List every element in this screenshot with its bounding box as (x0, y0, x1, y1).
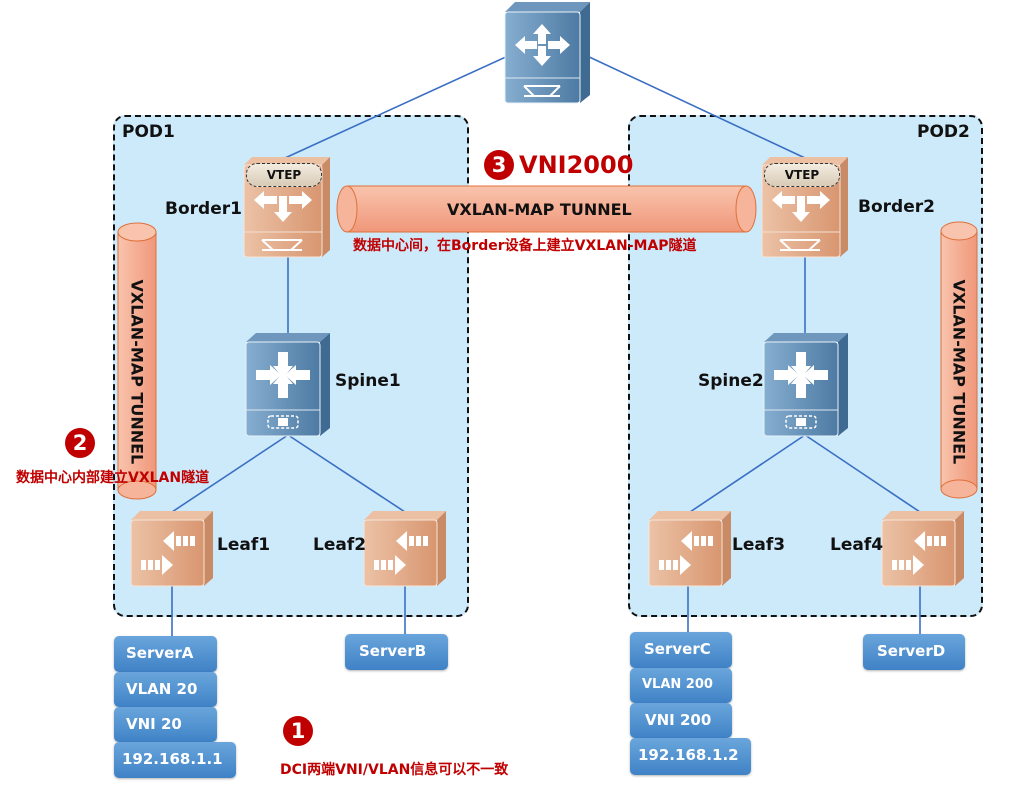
serverA-name[interactable]: ServerA (114, 636, 217, 672)
border1-label: Border1 (165, 199, 242, 219)
pod1-tunnel-label: VXLAN-MAP TUNNEL (127, 279, 147, 465)
annotation-2-text: 数据中心内部建立VXLAN隧道 (16, 470, 210, 486)
serverC-vni: VNI 200 (630, 703, 732, 738)
annotation-3-text: 数据中心间，在Border设备上建立VXLAN-MAP隧道 (353, 238, 697, 254)
leaf3-switch-icon[interactable] (648, 511, 731, 587)
spine1-label: Spine1 (335, 371, 401, 391)
serverC-name[interactable]: ServerC (630, 632, 732, 668)
leaf4-label: Leaf4 (830, 535, 884, 555)
link-spine2-leaf4 (804, 434, 921, 513)
border2-vtep-tag: VTEP (764, 163, 840, 187)
core-switch-icon[interactable] (504, 2, 590, 104)
leaf3-label: Leaf3 (732, 535, 786, 555)
link-spine1-leaf1 (171, 434, 289, 513)
pod2-tunnel-shape (940, 221, 978, 499)
link-core-border1 (284, 54, 511, 159)
serverA-ip: 192.168.1.1 (114, 742, 236, 778)
link-spine2-leaf3 (689, 434, 806, 513)
border1-vtep-tag: VTEP (246, 163, 322, 187)
inter-dc-tunnel-shape (336, 185, 757, 233)
serverC-ip: 192.168.1.2 (630, 738, 751, 775)
link-core-border2 (584, 54, 806, 159)
border1-switch-icon[interactable] (243, 157, 330, 258)
leaf2-switch-icon[interactable] (363, 511, 446, 587)
border2-label: Border2 (858, 197, 935, 217)
serverB-name[interactable]: ServerB (345, 634, 448, 670)
serverC-vlan: VLAN 200 (630, 668, 732, 703)
annotation-1-text: DCI两端VNI/VLAN信息可以不一致 (280, 762, 509, 778)
serverA-vlan: VLAN 20 (114, 672, 217, 707)
serverD-name[interactable]: ServerD (863, 634, 965, 670)
annotation-2-badge: 2 (65, 428, 95, 458)
leaf2-label: Leaf2 (313, 535, 367, 555)
leaf4-switch-icon[interactable] (881, 511, 964, 587)
link-spine1-leaf2 (287, 434, 406, 513)
pod2-label: POD2 (917, 122, 970, 142)
spine2-switch-icon[interactable] (763, 333, 848, 437)
annotation-1-badge: 1 (283, 716, 313, 746)
pod2-tunnel-label: VXLAN-MAP TUNNEL (949, 279, 969, 465)
spine2-label: Spine2 (698, 371, 764, 391)
pod1-tunnel-shape (117, 222, 157, 500)
annotation-3-title: VNI2000 (519, 151, 634, 179)
serverA-vni: VNI 20 (114, 707, 217, 742)
pod1-label: POD1 (122, 122, 175, 142)
spine1-switch-icon[interactable] (245, 333, 330, 437)
annotation-3-badge: 3 (484, 150, 514, 180)
leaf1-switch-icon[interactable] (130, 511, 213, 587)
leaf1-label: Leaf1 (217, 535, 271, 555)
inter-dc-tunnel-label: VXLAN-MAP TUNNEL (447, 200, 632, 219)
